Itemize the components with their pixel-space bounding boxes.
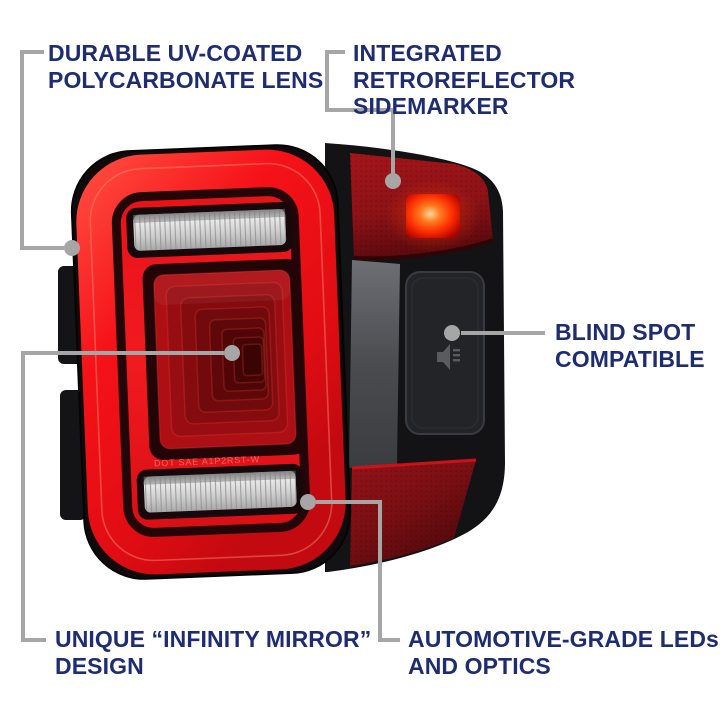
side-edge-trim <box>349 260 400 468</box>
callout-dot-lens <box>64 240 80 256</box>
callout-label-blind-spot: BLIND SPOT COMPATIBLE <box>555 319 705 372</box>
side-housing <box>325 143 505 572</box>
callout-label-lens: DURABLE UV-COATED POLYCARBONATE LENS <box>48 40 324 93</box>
infinity-mirror-panel <box>142 258 308 460</box>
infinity-mirror-sheen <box>153 270 291 305</box>
reverse-light-strip-top <box>126 202 294 258</box>
callout-dot-infinity-mirror <box>224 345 240 361</box>
callout-label-infinity-mirror: UNIQUE “INFINITY MIRROR” DESIGN <box>55 626 372 679</box>
callout-dot-leds <box>300 494 316 510</box>
blind-spot-sensor-icon <box>437 344 460 370</box>
callout-line-infinity-mirror <box>21 351 224 642</box>
callout-line-leds <box>316 500 400 642</box>
front-lens-face: DOT SAE A1P2RST-W <box>70 144 352 580</box>
sidemarker-lamp <box>406 194 460 238</box>
callout-label-sidemarker: INTEGRATED RETROREFLECTOR SIDEMARKER <box>353 40 576 119</box>
callout-dot-blind-spot <box>444 325 460 341</box>
callout-label-leds: AUTOMOTIVE-GRADE LEDs AND OPTICS <box>408 626 719 679</box>
lower-reflector <box>350 458 477 566</box>
callout-line-lens <box>20 50 64 250</box>
led-light-bar <box>76 149 346 575</box>
callout-lines <box>20 50 545 642</box>
lens-dot-marking: DOT SAE A1P2RST-W <box>154 454 260 468</box>
reverse-light-strip-bottom <box>136 463 304 520</box>
callout-dot-sidemarker <box>385 173 401 189</box>
tail-light-illustration: DOT SAE A1P2RST-W <box>58 143 505 580</box>
blind-spot-sensor-panel <box>405 271 485 435</box>
callout-line-sidemarker <box>325 50 395 173</box>
lens-gloss-highlight <box>89 162 333 562</box>
